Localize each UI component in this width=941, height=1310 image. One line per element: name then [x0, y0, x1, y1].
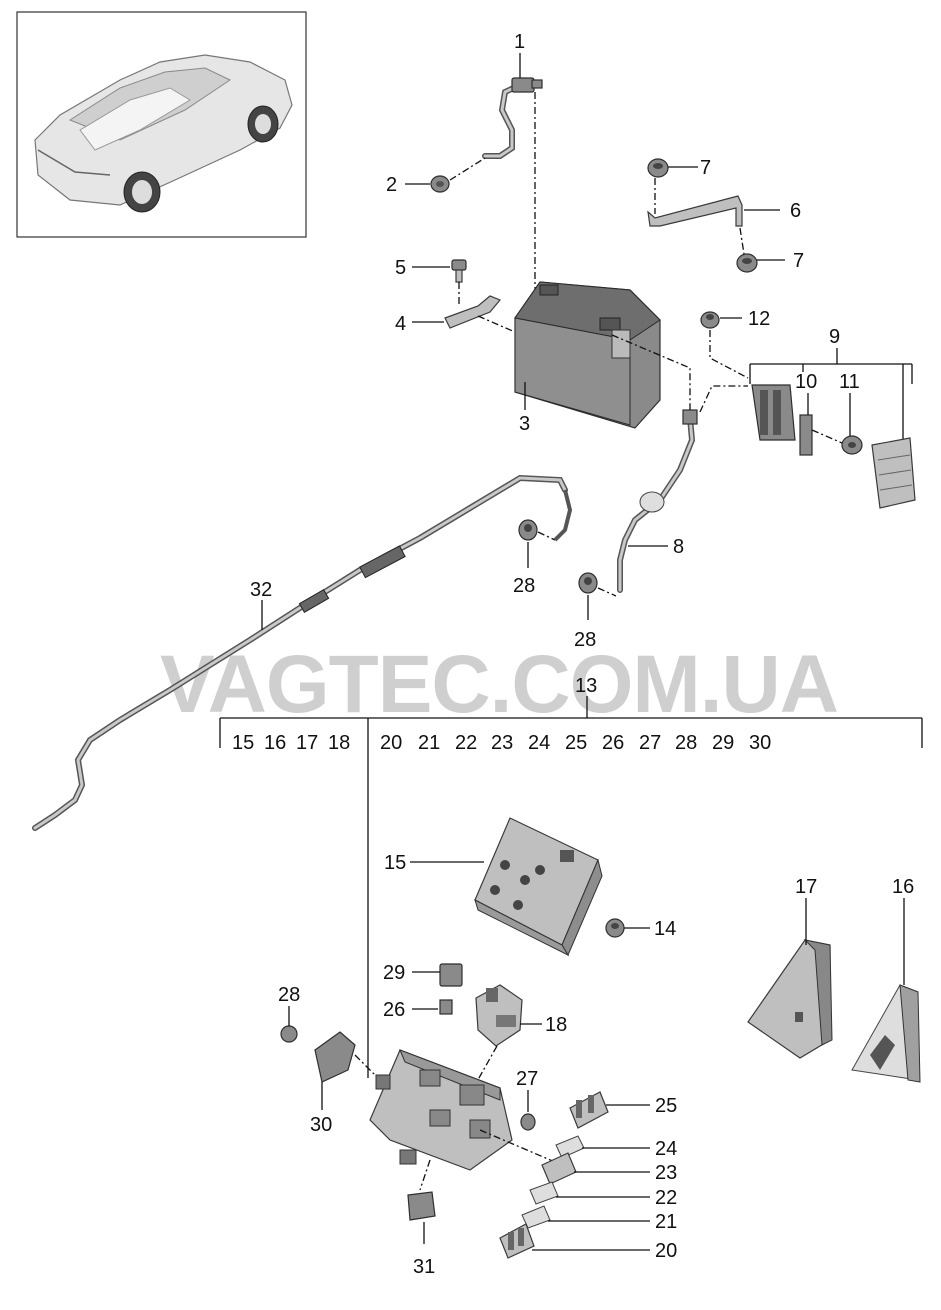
part-nut-27: [520, 1113, 536, 1131]
group13-right-7: 27: [639, 732, 661, 754]
callout-18: 18: [545, 1014, 567, 1036]
part-bracket-6: [647, 195, 743, 227]
part-control-box-15: [474, 817, 603, 957]
group13-right-9: 29: [712, 732, 734, 754]
group-13-bracket: [219, 696, 923, 1078]
callout-28b: 28: [574, 629, 596, 651]
group-13-right-list: 20 21 22 23 24 25 26 27 28 29 30: [380, 732, 771, 754]
part-fuse-box-main: [369, 1049, 513, 1171]
callout-21: 21: [655, 1211, 677, 1233]
part-connector-18: [475, 984, 523, 1047]
group13-left-2: 17: [296, 732, 318, 754]
group13-right-2: 22: [455, 732, 477, 754]
callout-28c: 28: [278, 984, 300, 1006]
part-fuse-holder: [751, 384, 796, 441]
callout-27: 27: [516, 1068, 538, 1090]
part-fuse-24: [555, 1135, 585, 1159]
part-clamp-4: [444, 295, 501, 329]
part-fuse-23: [541, 1152, 577, 1185]
callout-22: 22: [655, 1187, 677, 1209]
part-bolt-5: [451, 259, 467, 283]
group13-right-6: 26: [602, 732, 624, 754]
part-nut-28a: [518, 519, 538, 541]
group13-right-0: 20: [380, 732, 402, 754]
callout-3: 3: [519, 413, 530, 435]
group13-right-8: 28: [675, 732, 697, 754]
callout-7a: 7: [700, 157, 711, 179]
part-cover-16: [851, 984, 921, 1083]
group-9-bracket: [749, 348, 913, 440]
callout-4: 4: [395, 313, 406, 335]
callout-2: 2: [386, 174, 397, 196]
callout-9: 9: [829, 326, 840, 348]
part-nut-28c: [280, 1025, 298, 1043]
callout-24: 24: [655, 1138, 677, 1160]
group13-right-1: 21: [418, 732, 440, 754]
part-nut-12: [700, 311, 720, 329]
part-cover-17: [747, 939, 833, 1059]
callout-12: 12: [748, 308, 770, 330]
callout-16: 16: [892, 876, 914, 898]
group13-left-3: 18: [328, 732, 350, 754]
part-relay-30: [314, 1031, 356, 1083]
part-nut-28b: [578, 572, 598, 594]
callout-6: 6: [790, 200, 801, 222]
part-relay-31: [407, 1191, 436, 1221]
callout-5: 5: [395, 257, 406, 279]
callout-30: 30: [310, 1114, 332, 1136]
watermark: VAGTEC.COM.UA: [160, 639, 838, 730]
callout-25: 25: [655, 1095, 677, 1117]
group13-left-0: 15: [232, 732, 254, 754]
part-battery-3: [514, 281, 661, 429]
group13-right-10: 30: [749, 732, 771, 754]
part-fuse-22: [529, 1181, 559, 1205]
part-relay-29: [439, 963, 463, 987]
group13-right-3: 23: [491, 732, 513, 754]
callout-32: 32: [250, 579, 272, 601]
group13-right-4: 24: [528, 732, 550, 754]
part-nut-14: [605, 918, 625, 938]
callout-11: 11: [839, 371, 860, 393]
callout-7b: 7: [793, 250, 804, 272]
callout-15: 15: [384, 852, 406, 874]
part-cable-32: [32, 474, 573, 831]
callout-17: 17: [795, 876, 817, 898]
part-nut-7b: [736, 253, 758, 273]
callout-23: 23: [655, 1162, 677, 1184]
group13-right-5: 25: [565, 732, 587, 754]
part-nut-11: [841, 435, 863, 455]
callout-14: 14: [654, 918, 676, 940]
part-nut-2: [430, 175, 450, 193]
part-relay-26: [439, 999, 453, 1015]
group-13-left-list: 15 16 17 18: [232, 732, 350, 754]
part-control-unit-9: [871, 437, 916, 509]
group13-left-1: 16: [264, 732, 286, 754]
callout-28a: 28: [513, 575, 535, 597]
part-nut-7a: [647, 158, 669, 178]
callout-1: 1: [514, 31, 525, 53]
part-battery-cable-8: [617, 409, 698, 593]
callout-8: 8: [673, 536, 684, 558]
callout-20: 20: [655, 1240, 677, 1262]
part-fuse-20: [499, 1223, 535, 1259]
part-battery-cable-upper: [482, 77, 543, 159]
part-10: [799, 414, 813, 456]
callout-26: 26: [383, 999, 405, 1021]
callout-10: 10: [795, 371, 817, 393]
vehicle-thumbnail: [16, 11, 307, 238]
callout-13: 13: [575, 675, 597, 697]
callout-29: 29: [383, 962, 405, 984]
part-fuse-25: [569, 1091, 609, 1129]
callout-31: 31: [413, 1256, 435, 1278]
